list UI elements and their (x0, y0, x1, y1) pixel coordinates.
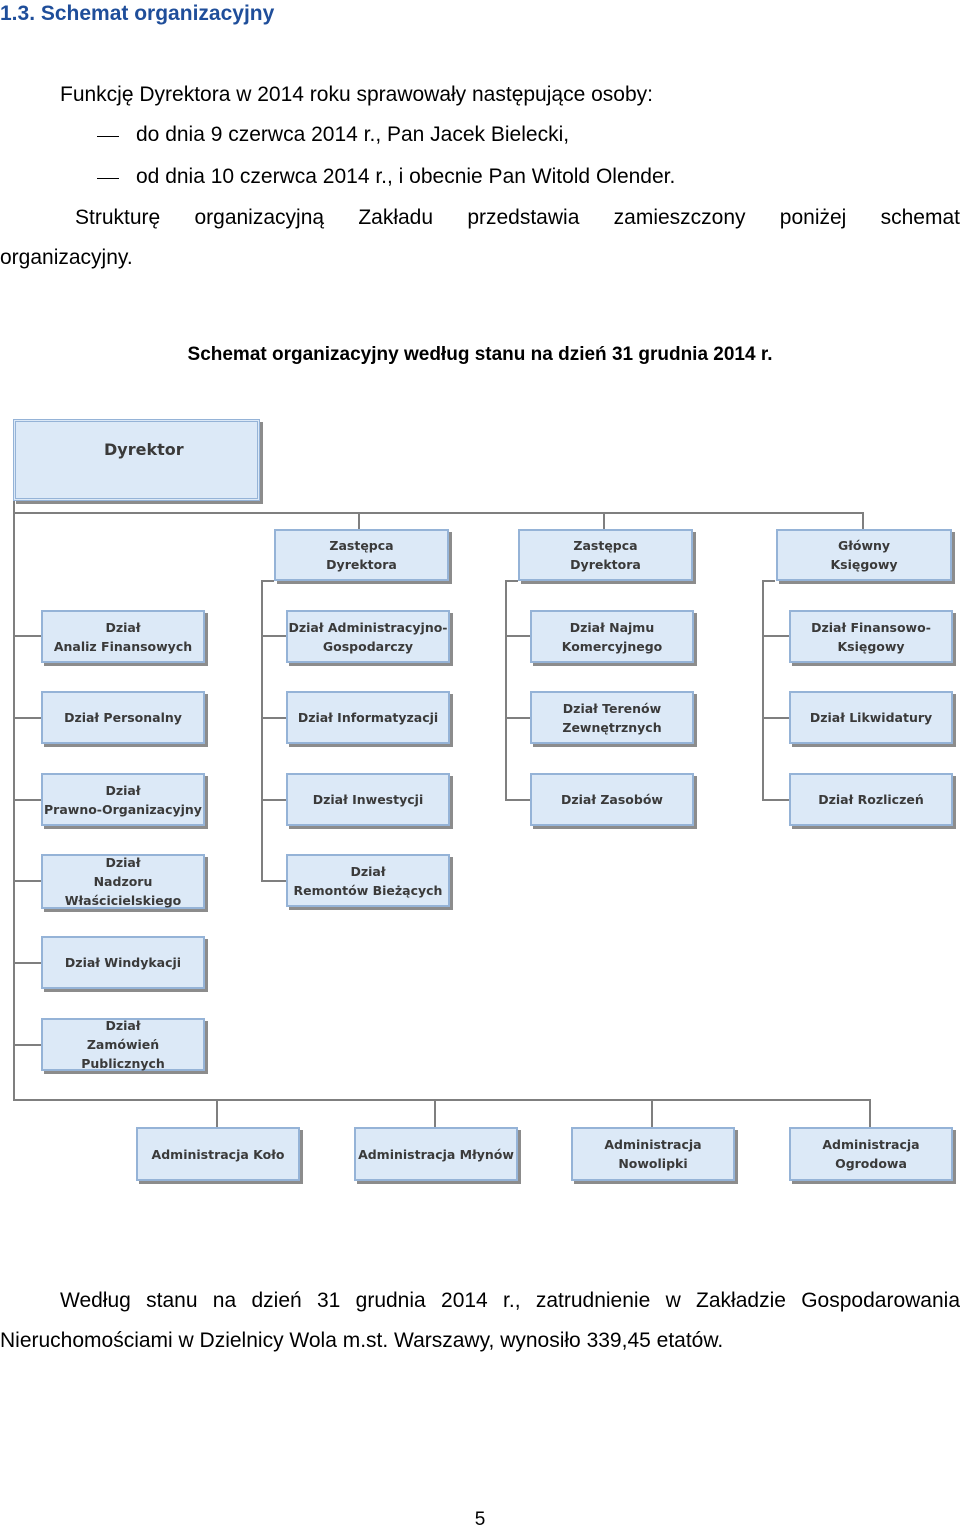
connector (13, 717, 41, 719)
connector (358, 512, 360, 529)
connector (13, 880, 41, 882)
department-box: Dział Analiz Finansowych (41, 610, 205, 663)
connector (505, 717, 530, 719)
department-box: Dział Administracyjno- Gospodarczy (286, 610, 450, 663)
intro-paragraph: Funkcję Dyrektora w 2014 roku sprawowały… (60, 83, 653, 106)
connector (13, 512, 864, 514)
word: poniżej (779, 206, 847, 229)
word: zamieszczony (613, 206, 746, 229)
section-heading: 1.3. Schemat organizacyjny (0, 2, 275, 25)
administration-box: Administracja Młynów (354, 1127, 518, 1181)
structure-paragraph-continuation: organizacyjny. (0, 246, 133, 269)
department-box: Dział Prawno-Organizacyjny (41, 773, 205, 826)
connector (261, 717, 286, 719)
connector (505, 580, 518, 582)
deputy-director-box: Zastępca Dyrektora (518, 529, 693, 581)
connector (762, 799, 789, 801)
administration-box: Administracja Koło (136, 1127, 300, 1181)
deputy-director-box: Zastępca Dyrektora (274, 529, 449, 581)
connector (869, 1099, 871, 1127)
connector (13, 1099, 871, 1101)
word: schemat (880, 206, 960, 229)
connector (434, 1099, 436, 1127)
department-box: Dział Personalny (41, 691, 205, 744)
structure-paragraph: Strukturę organizacyjną Zakładu przedsta… (75, 206, 960, 230)
connector (505, 799, 530, 801)
director-box: Dyrektor (13, 419, 260, 501)
department-box: Dział Rozliczeń (789, 773, 953, 826)
department-box: Dział Terenów Zewnętrznych (530, 691, 694, 744)
connector (13, 1044, 41, 1046)
connector (261, 580, 274, 582)
bullet-item: do dnia 9 czerwca 2014 r., Pan Jacek Bie… (136, 123, 570, 146)
department-box: Dział Informatyzacji (286, 691, 450, 744)
connector (216, 1099, 218, 1127)
connector (505, 580, 507, 801)
department-box: Dział Likwidatury (789, 691, 953, 744)
connector (261, 880, 286, 882)
dash-bullet (97, 178, 119, 179)
word: organizacyjną (194, 206, 325, 229)
connector (762, 717, 789, 719)
word: Strukturę (75, 206, 161, 229)
connector (762, 580, 775, 582)
employment-paragraph-line2: Nieruchomościami w Dzielnicy Wola m.st. … (0, 1329, 724, 1352)
connector (13, 962, 41, 964)
department-box: Dział Zamówień Publicznych (41, 1018, 205, 1071)
administration-box: Administracja Ogrodowa (789, 1127, 953, 1181)
department-box: Dział Najmu Komercyjnego (530, 610, 694, 663)
connector (261, 799, 286, 801)
connector (13, 799, 41, 801)
connector (261, 580, 263, 881)
chart-caption: Schemat organizacyjny według stanu na dz… (187, 344, 773, 365)
page-number: 5 (474, 1509, 486, 1530)
connector (261, 635, 286, 637)
chief-accountant-box: Główny Księgowy (776, 529, 952, 581)
connector (13, 635, 41, 637)
connector (762, 635, 789, 637)
connector (862, 512, 864, 529)
department-box: Dział Finansowo- Księgowy (789, 610, 953, 663)
connector (505, 635, 530, 637)
department-box: Dział Remontów Bieżących (286, 854, 450, 907)
connector (762, 580, 764, 801)
administration-box: Administracja Nowolipki (571, 1127, 735, 1181)
employment-paragraph-line1: Według stanu na dzień 31 grudnia 2014 r.… (60, 1289, 960, 1312)
department-box: Dział Zasobów (530, 773, 694, 826)
word: przedstawia (467, 206, 580, 229)
department-box: Dział Inwestycji (286, 773, 450, 826)
connector (651, 1099, 653, 1127)
department-box: Dział Windykacji (41, 936, 205, 989)
bullet-item: od dnia 10 czerwca 2014 r., i obecnie Pa… (136, 165, 676, 188)
connector (603, 512, 605, 529)
dash-bullet (97, 136, 119, 137)
word: Zakładu (358, 206, 434, 229)
department-box: Dział Nadzoru Właścicielskiego (41, 854, 205, 909)
